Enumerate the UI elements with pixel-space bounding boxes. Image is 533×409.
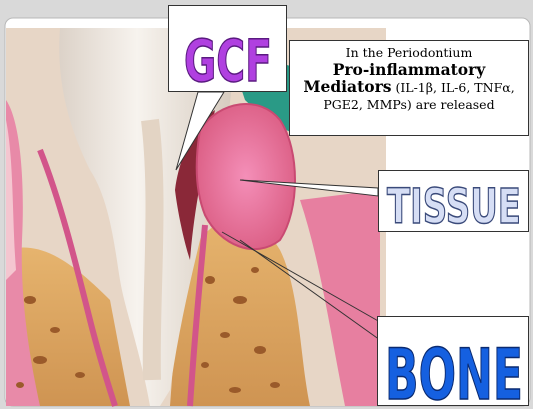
callout-line-1: In the Periodontium <box>290 44 528 61</box>
bone-label-box: BONE <box>377 316 529 406</box>
tissue-label-box: TISSUE <box>378 170 529 232</box>
gcf-label-box: GCF <box>168 5 287 92</box>
callout-line-4: PGE2, MMPs) are released <box>290 96 528 113</box>
mediators-callout: In the Periodontium Pro-inflammatory Med… <box>289 40 529 136</box>
tissue-label: TISSUE <box>387 179 521 233</box>
callout-line-3: Mediators (IL-1β, IL-6, TNFα, <box>290 78 528 96</box>
callout-line-3-bold: Mediators <box>303 77 391 96</box>
callout-line-2: Pro-inflammatory <box>290 61 528 78</box>
bone-label: BONE <box>385 334 523 407</box>
gcf-label: GCF <box>184 27 272 93</box>
callout-line-3-rest: (IL-1β, IL-6, TNFα, <box>392 80 515 95</box>
